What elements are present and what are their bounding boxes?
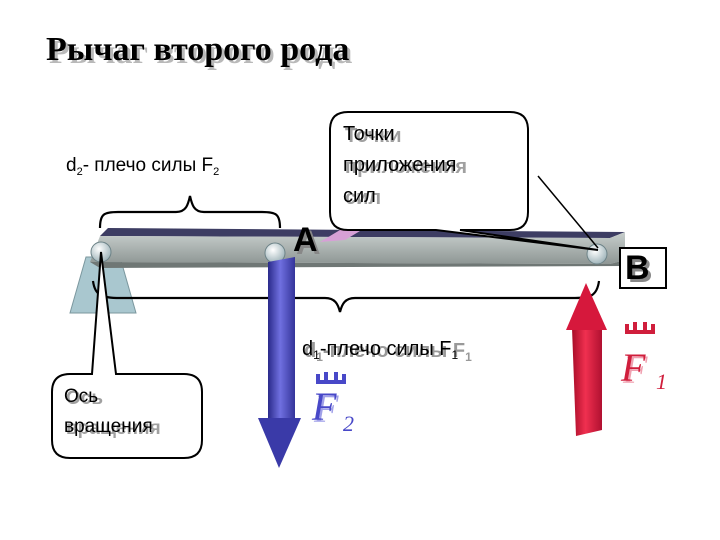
callout-axis-shadow-line-1: Ось [66,388,103,409]
point-a-text: A [293,221,318,259]
d1-subscript: 1 [313,348,320,362]
d2-brace [98,195,282,229]
callout-app-shadow-line-1: Точки [345,125,402,147]
force-f1-arrow [566,283,607,436]
callout-rotation-axis: Ось вращения Ось вращения [51,251,203,459]
callout-app-shadow-line-2: приложения [345,156,467,178]
callout-app-line-3: сил [343,185,376,207]
vector-f2-subscript: 2 [343,411,354,436]
d2-subscript: 2 [77,166,83,178]
point-a-label: A A [293,221,321,262]
d1-brace [91,280,601,313]
vector-f1-symbol: F F 1 [620,322,667,394]
d1-label-shadow: d1-плечо силы F1 [304,340,472,364]
vector-f1-arrow-mark [625,322,655,334]
d1-label-text: d1-плечо силы F1 [302,338,459,362]
lever-beam [90,228,625,268]
d1-label: d1-плечо силы F1 d1-плечо силы F1 [302,338,472,364]
vector-f2-arrow-mark [316,372,346,384]
point-b-label: B B [619,247,667,290]
callout-app-shadow-line-3: сил [345,187,381,209]
d2-text: - плечо силы F [83,155,213,176]
callout-app-line-2: приложения [343,154,456,176]
title-shadow: Рычаг второго рода [49,34,352,71]
d2-prefix: d [66,155,77,176]
title-text: Рычаг второго рода [46,31,349,68]
callout-axis-line-2: вращения [64,416,153,437]
d1-shadow-force-subscript: 1 [465,350,472,364]
point-b-shadow: B [628,252,653,290]
callout-axis-shadow-line-2: вращения [66,418,161,439]
d2-label: d2- плечо силы F2 [66,155,219,178]
callout-application-points: Точки приложения сил Точки приложения си… [329,111,599,251]
callout-application-text: Точки приложения сил [343,123,462,207]
vector-f2-letter: F [311,384,337,429]
point-a-shadow: A [296,224,321,262]
callout-axis-text: Ось вращения [64,386,153,437]
d1-text: -плечо силы F [320,338,452,360]
callout-app-line-1: Точки [343,123,395,145]
vector-f2-letter-shadow: F [313,386,339,431]
vector-f2-symbol: F F 2 [311,372,354,436]
d1-prefix: d [302,338,313,360]
d1-shadow-prefix: d [304,340,316,362]
callout-application-shadow: Точки приложения сил [345,125,473,209]
force-f2-arrow [258,257,301,468]
d2-force-subscript: 2 [213,166,219,178]
callout-axis-line-1: Ось [64,386,98,407]
vector-f1-letter: F [620,345,646,390]
vector-f1-subscript: 1 [656,369,667,394]
point-b-text: B [625,249,650,287]
d1-shadow-text: -плечо силы F [323,340,465,362]
d1-force-subscript: 1 [452,348,459,362]
page-title: Рычаг второго рода Рычаг второго рода [46,31,352,71]
vector-f1-letter-shadow: F [622,347,648,392]
d1-shadow-subscript: 1 [316,350,323,364]
callout-axis-shadow: Ось вращения [66,388,161,439]
